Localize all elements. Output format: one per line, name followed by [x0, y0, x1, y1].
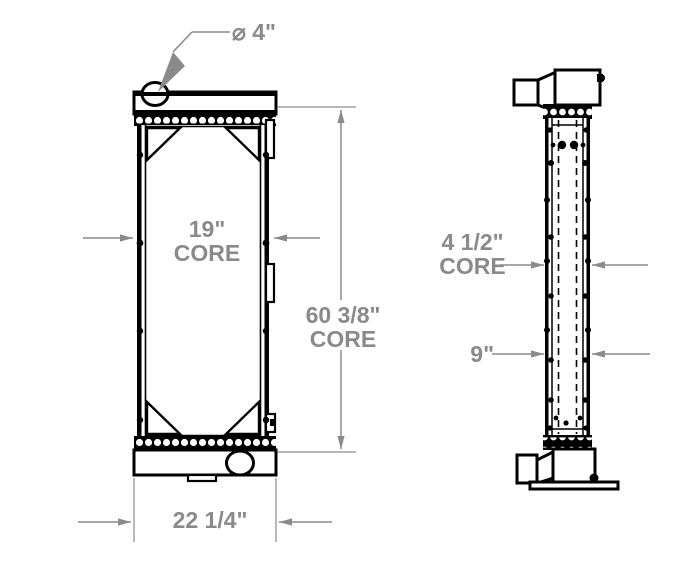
core-width-label: 19"CORE: [152, 217, 262, 265]
top-fin-band: [134, 111, 276, 125]
side-core-body: [545, 118, 590, 436]
core-body: [137, 125, 273, 437]
inlet-diameter-leader: [158, 31, 230, 92]
front-view-group: [132, 81, 278, 483]
core-thickness-label: 4 1/2"CORE: [425, 230, 520, 278]
core-thickness-value: 4 1/2": [441, 229, 504, 255]
core-width-value: 19": [188, 216, 226, 242]
bottom-fin-band: [134, 437, 276, 451]
core-height-unit-core: CORE: [309, 326, 377, 353]
mounting-base-plate: [528, 480, 620, 491]
fastener-dots-side: [544, 127, 591, 431]
bottom-fin-band-side: [543, 436, 592, 449]
overall-depth-label: 9": [470, 341, 494, 367]
side-view-group: [512, 68, 620, 491]
overall-width-label: 22 1/4": [172, 507, 248, 533]
corner-gussets-bottom: [145, 399, 261, 436]
core-height-value: 60 3/8": [305, 302, 381, 328]
drain-tab: [186, 473, 218, 483]
corner-gussets-top: [145, 126, 261, 163]
top-tank: [132, 81, 278, 116]
inlet-diameter-label: ⌀ 4": [232, 19, 276, 45]
core-height-label: 60 3/8"CORE: [288, 303, 398, 351]
core-width-unit-core: CORE: [173, 240, 241, 267]
outlet-port-circle: [225, 449, 255, 477]
bottom-tank: [132, 448, 278, 483]
mounting-brackets-right: [264, 118, 277, 434]
core-height-dimension: [278, 106, 356, 453]
overall-width-dimension: [78, 478, 332, 542]
core-thickness-unit-core: CORE: [439, 253, 506, 280]
top-fin-band-side: [543, 105, 592, 118]
fastener-dots-front: [136, 151, 270, 424]
bottom-outlet-fitting: [515, 447, 599, 487]
